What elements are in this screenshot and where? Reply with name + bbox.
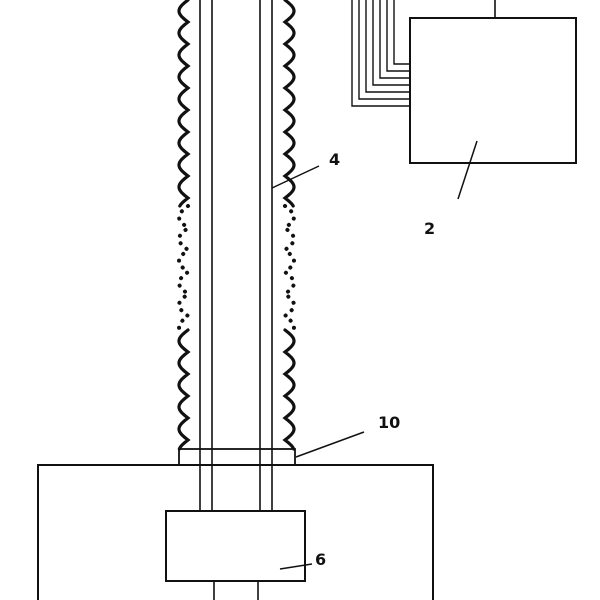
leader-4 bbox=[271, 165, 320, 189]
base-housing bbox=[37, 464, 434, 600]
casing-right-wall-upper bbox=[282, 0, 296, 208]
casing-left-wall-dotted bbox=[176, 204, 192, 332]
unit-box bbox=[409, 17, 577, 164]
module-leads bbox=[213, 581, 259, 600]
casing-left-wall-lower bbox=[177, 328, 191, 451]
casing-left-wall-upper bbox=[177, 0, 191, 208]
casing-right-wall-dotted bbox=[281, 204, 297, 332]
inner-conductors bbox=[199, 0, 273, 511]
label-2: 2 bbox=[424, 219, 435, 238]
collar bbox=[178, 448, 296, 466]
label-10: 10 bbox=[378, 413, 400, 432]
wire-bundle bbox=[351, 0, 410, 107]
leader-2 bbox=[457, 140, 478, 200]
casing-right-wall-lower bbox=[282, 328, 296, 451]
label-6: 6 bbox=[315, 550, 326, 569]
module-box bbox=[165, 510, 306, 582]
leader-lines bbox=[271, 140, 478, 570]
corrugated-casing bbox=[176, 0, 297, 451]
label-4: 4 bbox=[329, 150, 340, 169]
leader-6 bbox=[279, 563, 313, 570]
leader-10 bbox=[295, 431, 365, 458]
